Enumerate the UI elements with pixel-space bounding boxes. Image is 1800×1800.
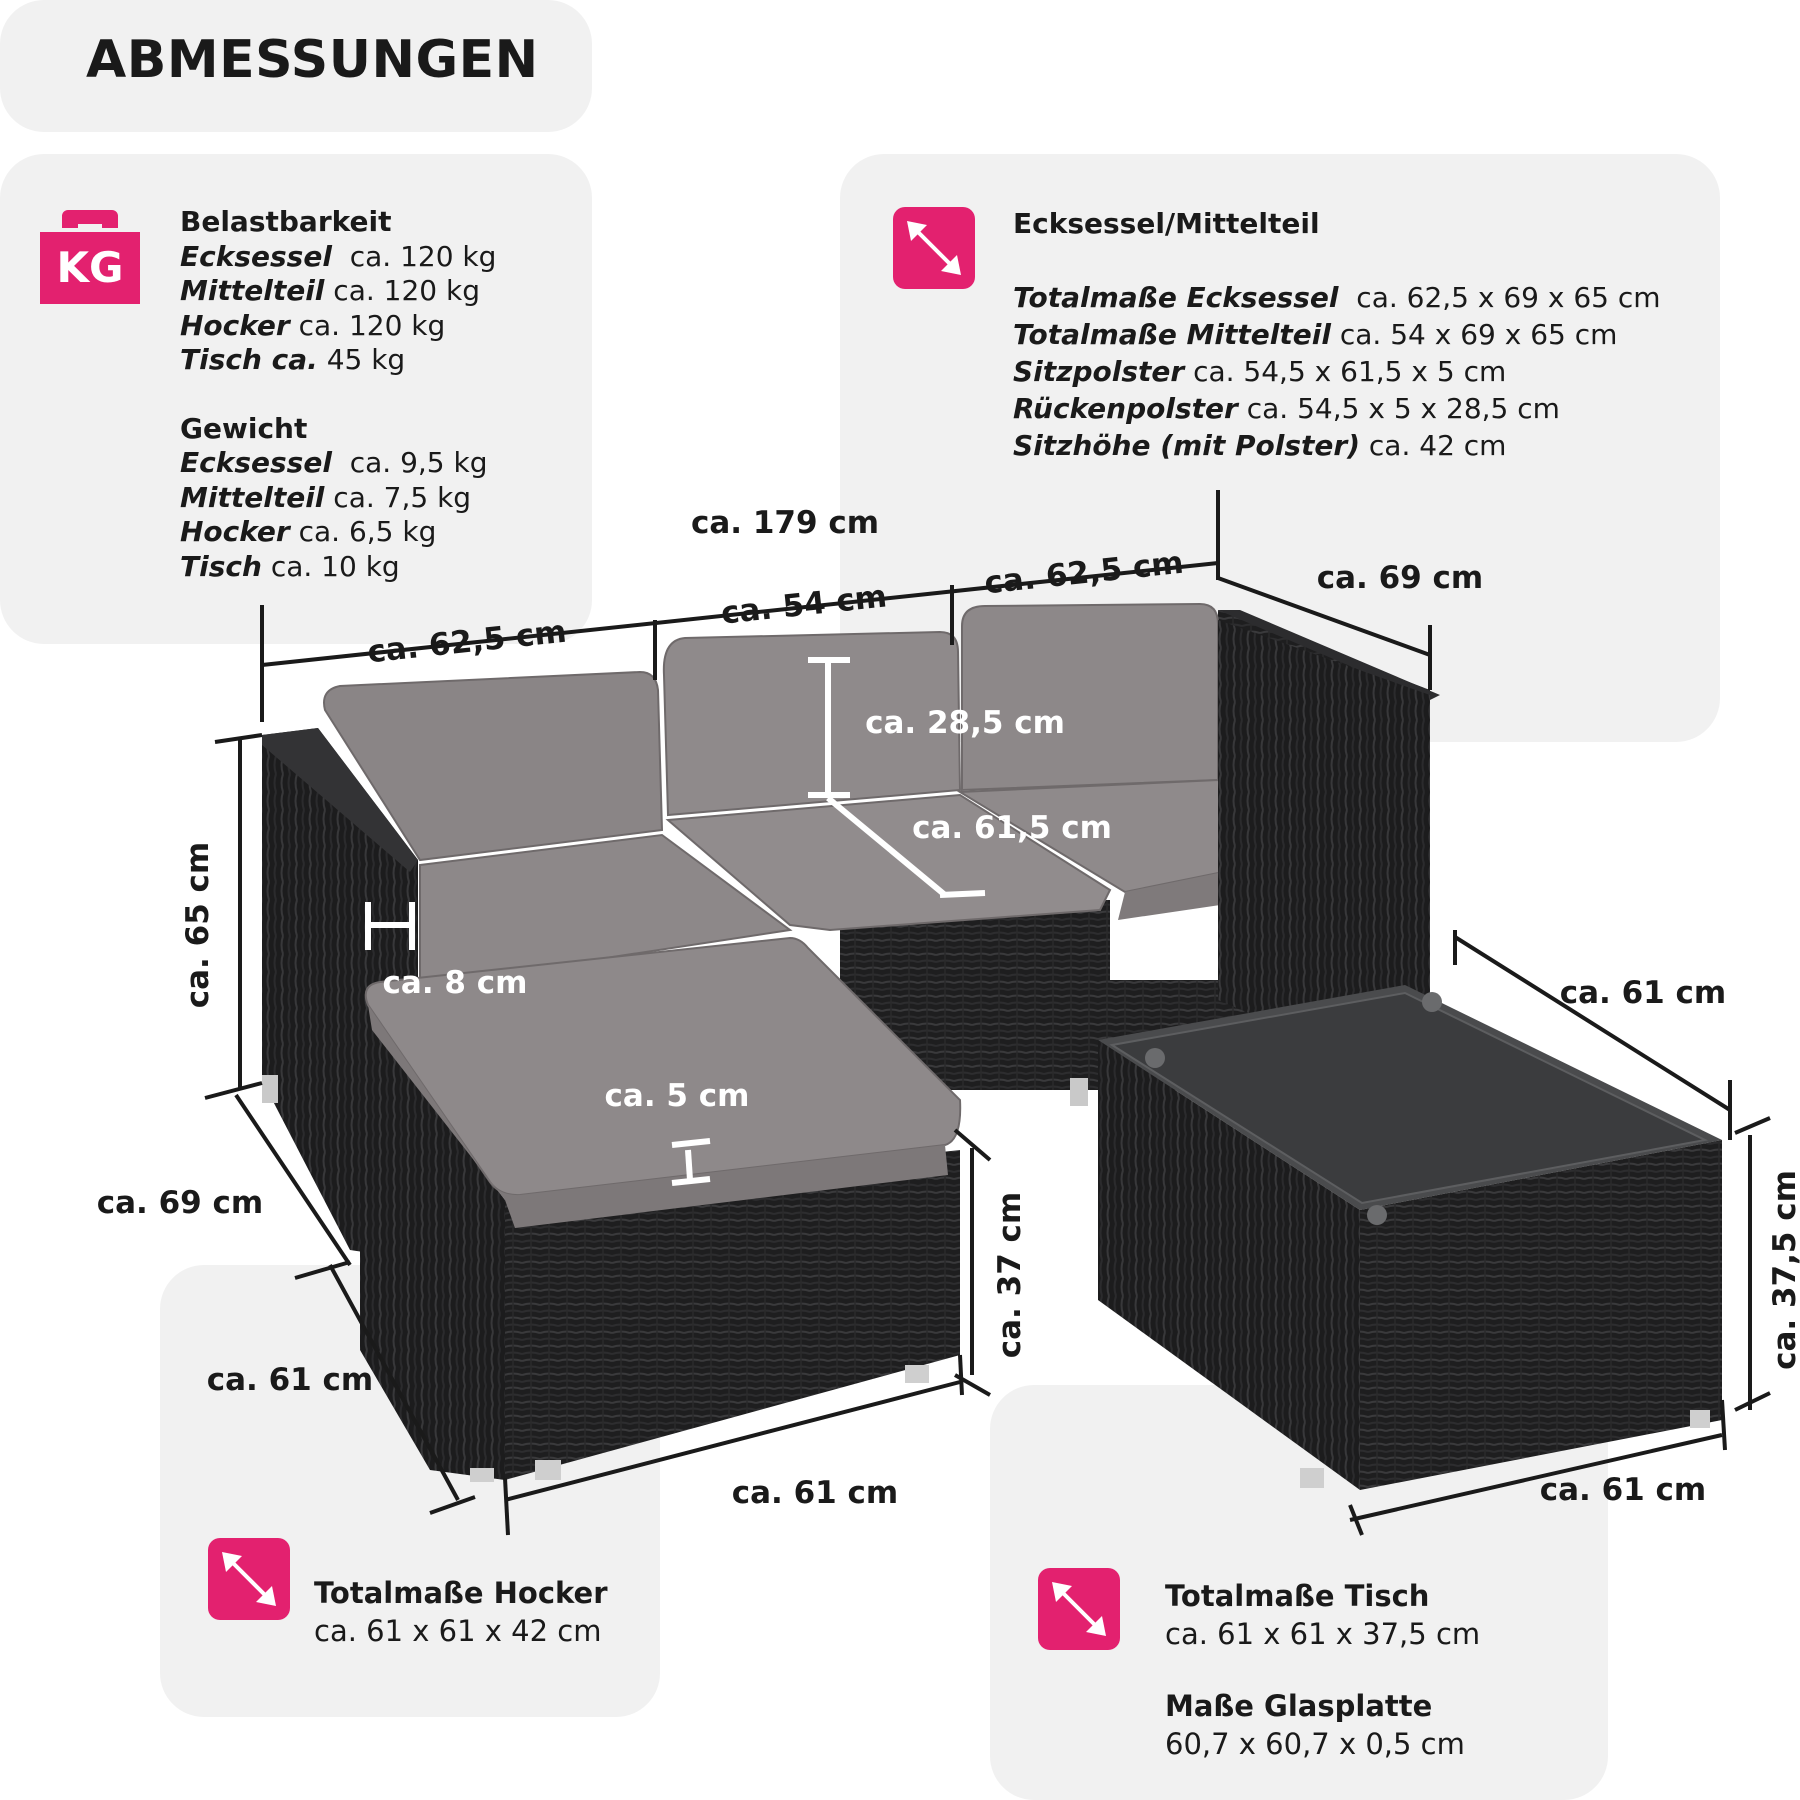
- glass-value: 60,7 x 60,7 x 0,5 cm: [1165, 1727, 1465, 1761]
- height-label: ca. 65 cm: [180, 842, 216, 1008]
- tisch-value: ca. 61 x 61 x 37,5 cm: [1165, 1617, 1481, 1651]
- glass-heading: Maße Glasplatte: [1165, 1689, 1433, 1723]
- back-cushion-label: ca. 28,5 cm: [865, 705, 1065, 741]
- load-row: Tisch ca. 45 kg: [180, 343, 406, 376]
- resize-arrow-icon: [893, 207, 975, 289]
- hocker-width-label: ca. 61 cm: [732, 1475, 898, 1511]
- back-cushions: [323, 602, 1219, 862]
- cushion-label: ca. 5 cm: [605, 1078, 750, 1114]
- armrest-label: ca. 8 cm: [383, 965, 528, 1001]
- table-width-label: ca. 61 cm: [1540, 1472, 1706, 1508]
- weight-row: Mittelteil ca. 7,5 kg: [180, 480, 472, 514]
- weight-heading: Gewicht: [180, 411, 308, 445]
- dimension-row: Totalmaße Mittelteil ca. 54 x 69 x 65 cm: [1013, 318, 1618, 351]
- dimension-row: Sitzpolster ca. 54,5 x 61,5 x 5 cm: [1013, 355, 1507, 388]
- weight-row: Tisch ca. 10 kg: [180, 549, 400, 583]
- hocker-text: Totalmaße Hocker ca. 61 x 61 x 42 cm: [314, 1574, 608, 1650]
- inner-dimension-lines: [365, 657, 986, 1186]
- hocker: [360, 936, 962, 1482]
- weight-text: Belastbarkeit Ecksessel ca. 120 kg Mitte…: [180, 205, 496, 584]
- resize-arrow-icon: [208, 1538, 290, 1620]
- right-width-label: ca. 62,5 cm: [983, 545, 1185, 602]
- title-panel: [0, 0, 592, 132]
- resize-arrow-icon: [1038, 1568, 1120, 1650]
- tisch-text: Totalmaße Tisch ca. 61 x 61 x 37,5 cm Ma…: [1165, 1577, 1480, 1763]
- dimensions-text: Ecksessel/Mittelteil Totalmaße Ecksessel…: [1013, 205, 1661, 464]
- dimension-row: Totalmaße Ecksessel ca. 62,5 x 69 x 65 c…: [1013, 281, 1661, 314]
- kg-icon-label: KG: [56, 243, 123, 292]
- table-depth-label: ca. 61 cm: [1560, 975, 1726, 1011]
- page-title: ABMESSUNGEN: [86, 30, 539, 90]
- hocker-height-label: ca. 37 cm: [992, 1192, 1028, 1358]
- table-height-label: ca. 37,5 cm: [1767, 1170, 1800, 1370]
- load-row: Ecksessel ca. 120 kg: [180, 239, 497, 273]
- seat-depth-label: ca. 61,5 cm: [912, 810, 1112, 846]
- hocker-depth-label: ca. 61 cm: [207, 1362, 373, 1398]
- load-row: Mittelteil ca. 120 kg: [180, 274, 480, 307]
- total-width-label: ca. 179 cm: [691, 505, 879, 541]
- weight-kg-icon: KG: [40, 202, 140, 304]
- weight-row: Ecksessel ca. 9,5 kg: [180, 446, 488, 479]
- left-width-label: ca. 62,5 cm: [366, 614, 568, 671]
- dimension-lines: [204, 490, 1771, 1536]
- load-row: Hocker ca. 120 kg: [180, 308, 446, 342]
- hocker-heading: Totalmaße Hocker: [314, 1576, 608, 1610]
- weight-row: Hocker ca. 6,5 kg: [180, 515, 437, 548]
- left-depth-label: ca. 69 cm: [97, 1185, 263, 1221]
- hocker-value: ca. 61 x 61 x 42 cm: [314, 1614, 602, 1648]
- mid-width-label: ca. 54 cm: [719, 578, 888, 631]
- table: [1098, 985, 1722, 1490]
- right-armrest: [1218, 620, 1430, 1090]
- load-heading: Belastbarkeit: [180, 205, 392, 238]
- right-depth-label: ca. 69 cm: [1317, 560, 1483, 596]
- dimension-row: Rückenpolster ca. 54,5 x 5 x 28,5 cm: [1013, 392, 1560, 425]
- dimensions-heading: Ecksessel/Mittelteil: [1013, 207, 1320, 240]
- dimension-row: Sitzhöhe (mit Polster) ca. 42 cm: [1013, 429, 1507, 462]
- tisch-heading: Totalmaße Tisch: [1165, 1579, 1430, 1613]
